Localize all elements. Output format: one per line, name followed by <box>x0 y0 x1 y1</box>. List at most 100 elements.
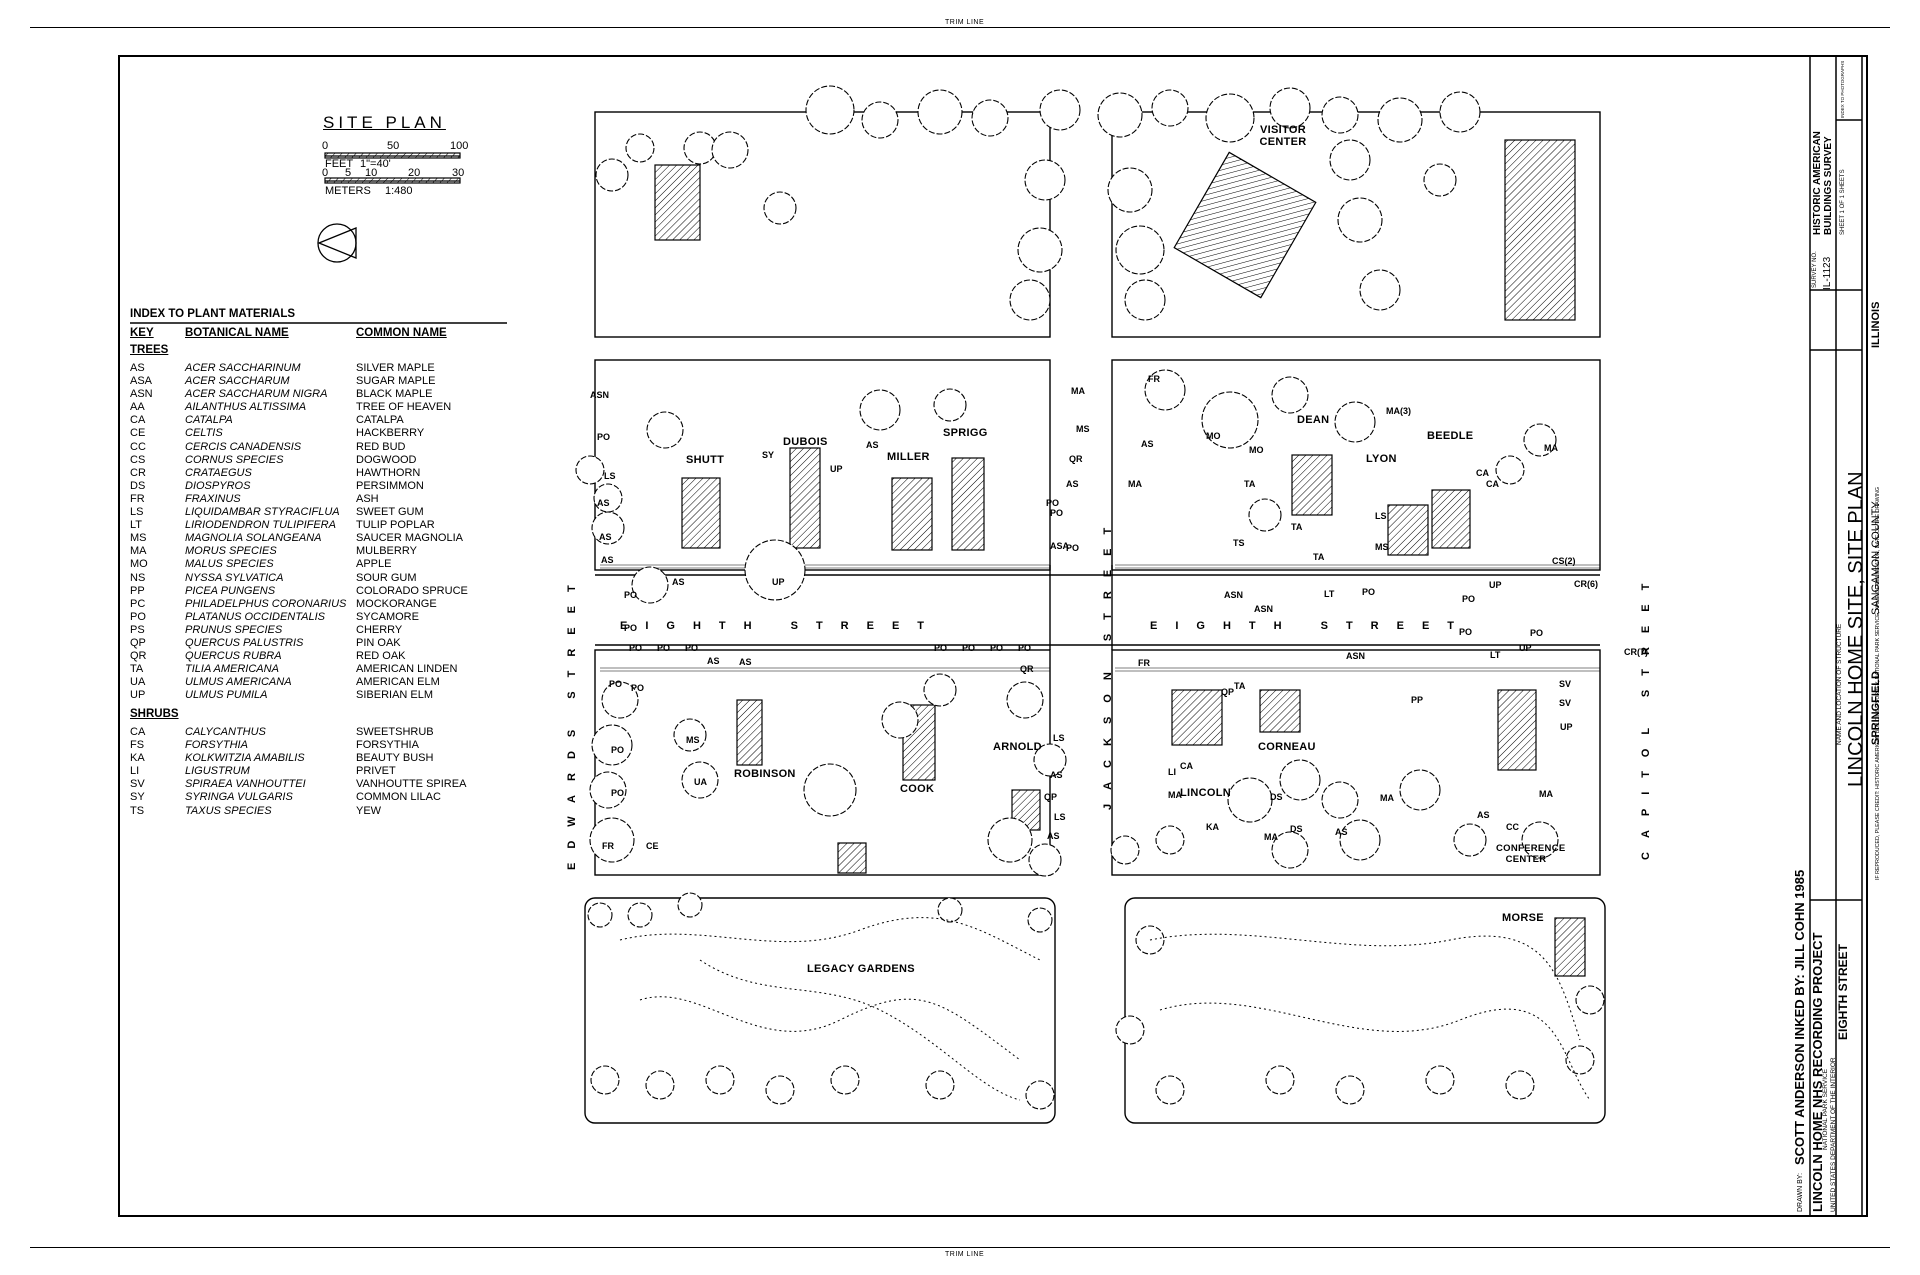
plant-code: SV <box>1559 698 1572 708</box>
legend-botanical-name: PICEA PUNGENS <box>185 584 276 597</box>
plant-code: AS <box>707 656 720 666</box>
tree-canopy <box>589 817 635 863</box>
meter-tick-20: 20 <box>408 167 421 179</box>
plant-code: AS <box>601 555 614 565</box>
feet-label: FEET <box>325 158 354 170</box>
plant-code: PO <box>962 643 976 653</box>
structure-title: LINCOLN HOME SITE, SITE PLAN <box>1845 471 1867 787</box>
legend-col-key: KEY <box>130 327 154 339</box>
legend-key: NS <box>130 571 146 584</box>
plant-code: PO <box>624 623 638 633</box>
plant-code: PO <box>629 643 643 653</box>
tree-canopy <box>587 902 613 928</box>
building-sprigg <box>951 457 985 551</box>
plant-code: ASA <box>1050 541 1070 551</box>
tree-canopy <box>1377 97 1423 143</box>
legend-botanical-name: MAGNOLIA SOLANGEANA <box>185 532 322 545</box>
legend-key: LS <box>130 506 144 519</box>
plant-code: DS <box>1290 824 1303 834</box>
tree-canopy <box>591 724 633 766</box>
building-shutt <box>681 477 721 549</box>
building-nw-house <box>654 164 701 241</box>
legend-botanical-name: FRAXINUS <box>185 492 241 505</box>
meter-tick-30: 30 <box>452 167 465 179</box>
plant-code: PO <box>1066 543 1080 553</box>
plant-code: PO <box>597 432 611 442</box>
tree-canopy <box>1439 91 1481 133</box>
legend-common-name: SOUR GUM <box>356 571 417 584</box>
block-e-south-of-eighth <box>1111 649 1601 876</box>
tree-canopy <box>1227 777 1273 823</box>
legend-key: LI <box>130 765 140 778</box>
tree-canopy <box>1017 227 1063 273</box>
legend-key: PS <box>130 623 145 636</box>
tree-canopy <box>1495 455 1525 485</box>
tree-canopy <box>1097 92 1143 138</box>
label-dubois: DUBOIS <box>783 436 828 448</box>
legend-common-name: COLORADO SPRUCE <box>356 584 468 597</box>
legend-col-common: COMMON NAME <box>356 327 447 339</box>
tree-canopy <box>803 763 857 817</box>
legend-key: CA <box>130 414 146 427</box>
legend-common-name: PRIVET <box>356 765 396 778</box>
plant-code: AS <box>1050 770 1063 780</box>
name-location-label: NAME AND LOCATION OF STRUCTURE <box>1836 623 1843 745</box>
tree-canopy <box>1155 1075 1185 1105</box>
legend-common-name: HACKBERRY <box>356 427 425 440</box>
plant-code: PO <box>1050 508 1064 518</box>
legend-common-name: SIBERIAN ELM <box>356 689 434 702</box>
tree-canopy <box>711 131 749 169</box>
label-cook: COOK <box>900 783 935 795</box>
plant-code: CR(6) <box>1574 579 1598 589</box>
legend-botanical-name: CATALPA <box>185 414 233 427</box>
tree-canopy <box>1423 163 1457 197</box>
tree-canopy <box>627 902 653 928</box>
agency-nps: NATIONAL PARK SERVICE <box>1822 1068 1829 1150</box>
legend-common-name: SWEETSHRUB <box>356 726 434 738</box>
tree-canopy <box>1269 87 1311 129</box>
plant-code: PO <box>624 590 638 600</box>
legend-key: MS <box>130 532 147 545</box>
tree-canopy <box>765 1075 795 1105</box>
street-label-eighth-east: EIGHTH STREET <box>1150 620 1473 632</box>
tree-canopy <box>1039 89 1081 131</box>
legend-common-name: TULIP POPLAR <box>356 519 435 532</box>
legend-key: UP <box>130 689 146 702</box>
plant-code: UP <box>830 464 843 474</box>
scale-bars <box>324 152 461 184</box>
plant-code: AS <box>597 498 610 508</box>
plant-code: LI <box>1168 767 1176 777</box>
legacy-gardens-block <box>584 897 1056 1124</box>
tree-canopy <box>830 1065 860 1095</box>
plant-code: CS(2) <box>1552 556 1576 566</box>
trim-line-top-label: TRIM LINE <box>945 19 985 26</box>
building-dubois <box>789 447 821 549</box>
legend-botanical-name: SPIRAEA VANHOUTTEI <box>185 778 306 791</box>
trim-line-bottom-label: TRIM LINE <box>945 1251 985 1258</box>
feet-tick-50: 50 <box>387 140 400 152</box>
legend-key: AS <box>130 362 145 374</box>
meter-tick-0: 0 <box>322 167 329 179</box>
tree-canopy <box>1271 831 1309 869</box>
legend-common-name: BLACK MAPLE <box>356 388 433 401</box>
legend-botanical-name: ACER SACCHARUM NIGRA <box>185 388 328 401</box>
tree-canopy <box>881 701 919 739</box>
building-visitor-center <box>1173 151 1317 299</box>
legend-common-name: DOGWOOD <box>356 453 417 466</box>
legend-key: MO <box>130 558 148 571</box>
state: ILLINOIS <box>1870 301 1882 348</box>
building-conference-center <box>1497 689 1537 771</box>
tree-canopy <box>1329 139 1371 181</box>
meters-scale: 1:480 <box>385 185 413 197</box>
agency-doi: UNITED STATES DEPARTMENT OF THE INTERIOR <box>1830 1057 1837 1212</box>
plant-code: AS <box>1047 831 1060 841</box>
legend-key: CA <box>130 726 146 738</box>
legend-key: AA <box>130 401 145 414</box>
tree-canopy <box>1334 401 1376 443</box>
survey-no-label: SURVEY NO. <box>1812 251 1818 288</box>
feet-scale: 1"=40' <box>360 158 391 170</box>
plant-code: PP <box>1411 695 1424 705</box>
north-arrow-icon <box>317 223 357 263</box>
plant-code: UP <box>772 577 785 587</box>
tree-canopy <box>625 133 655 163</box>
